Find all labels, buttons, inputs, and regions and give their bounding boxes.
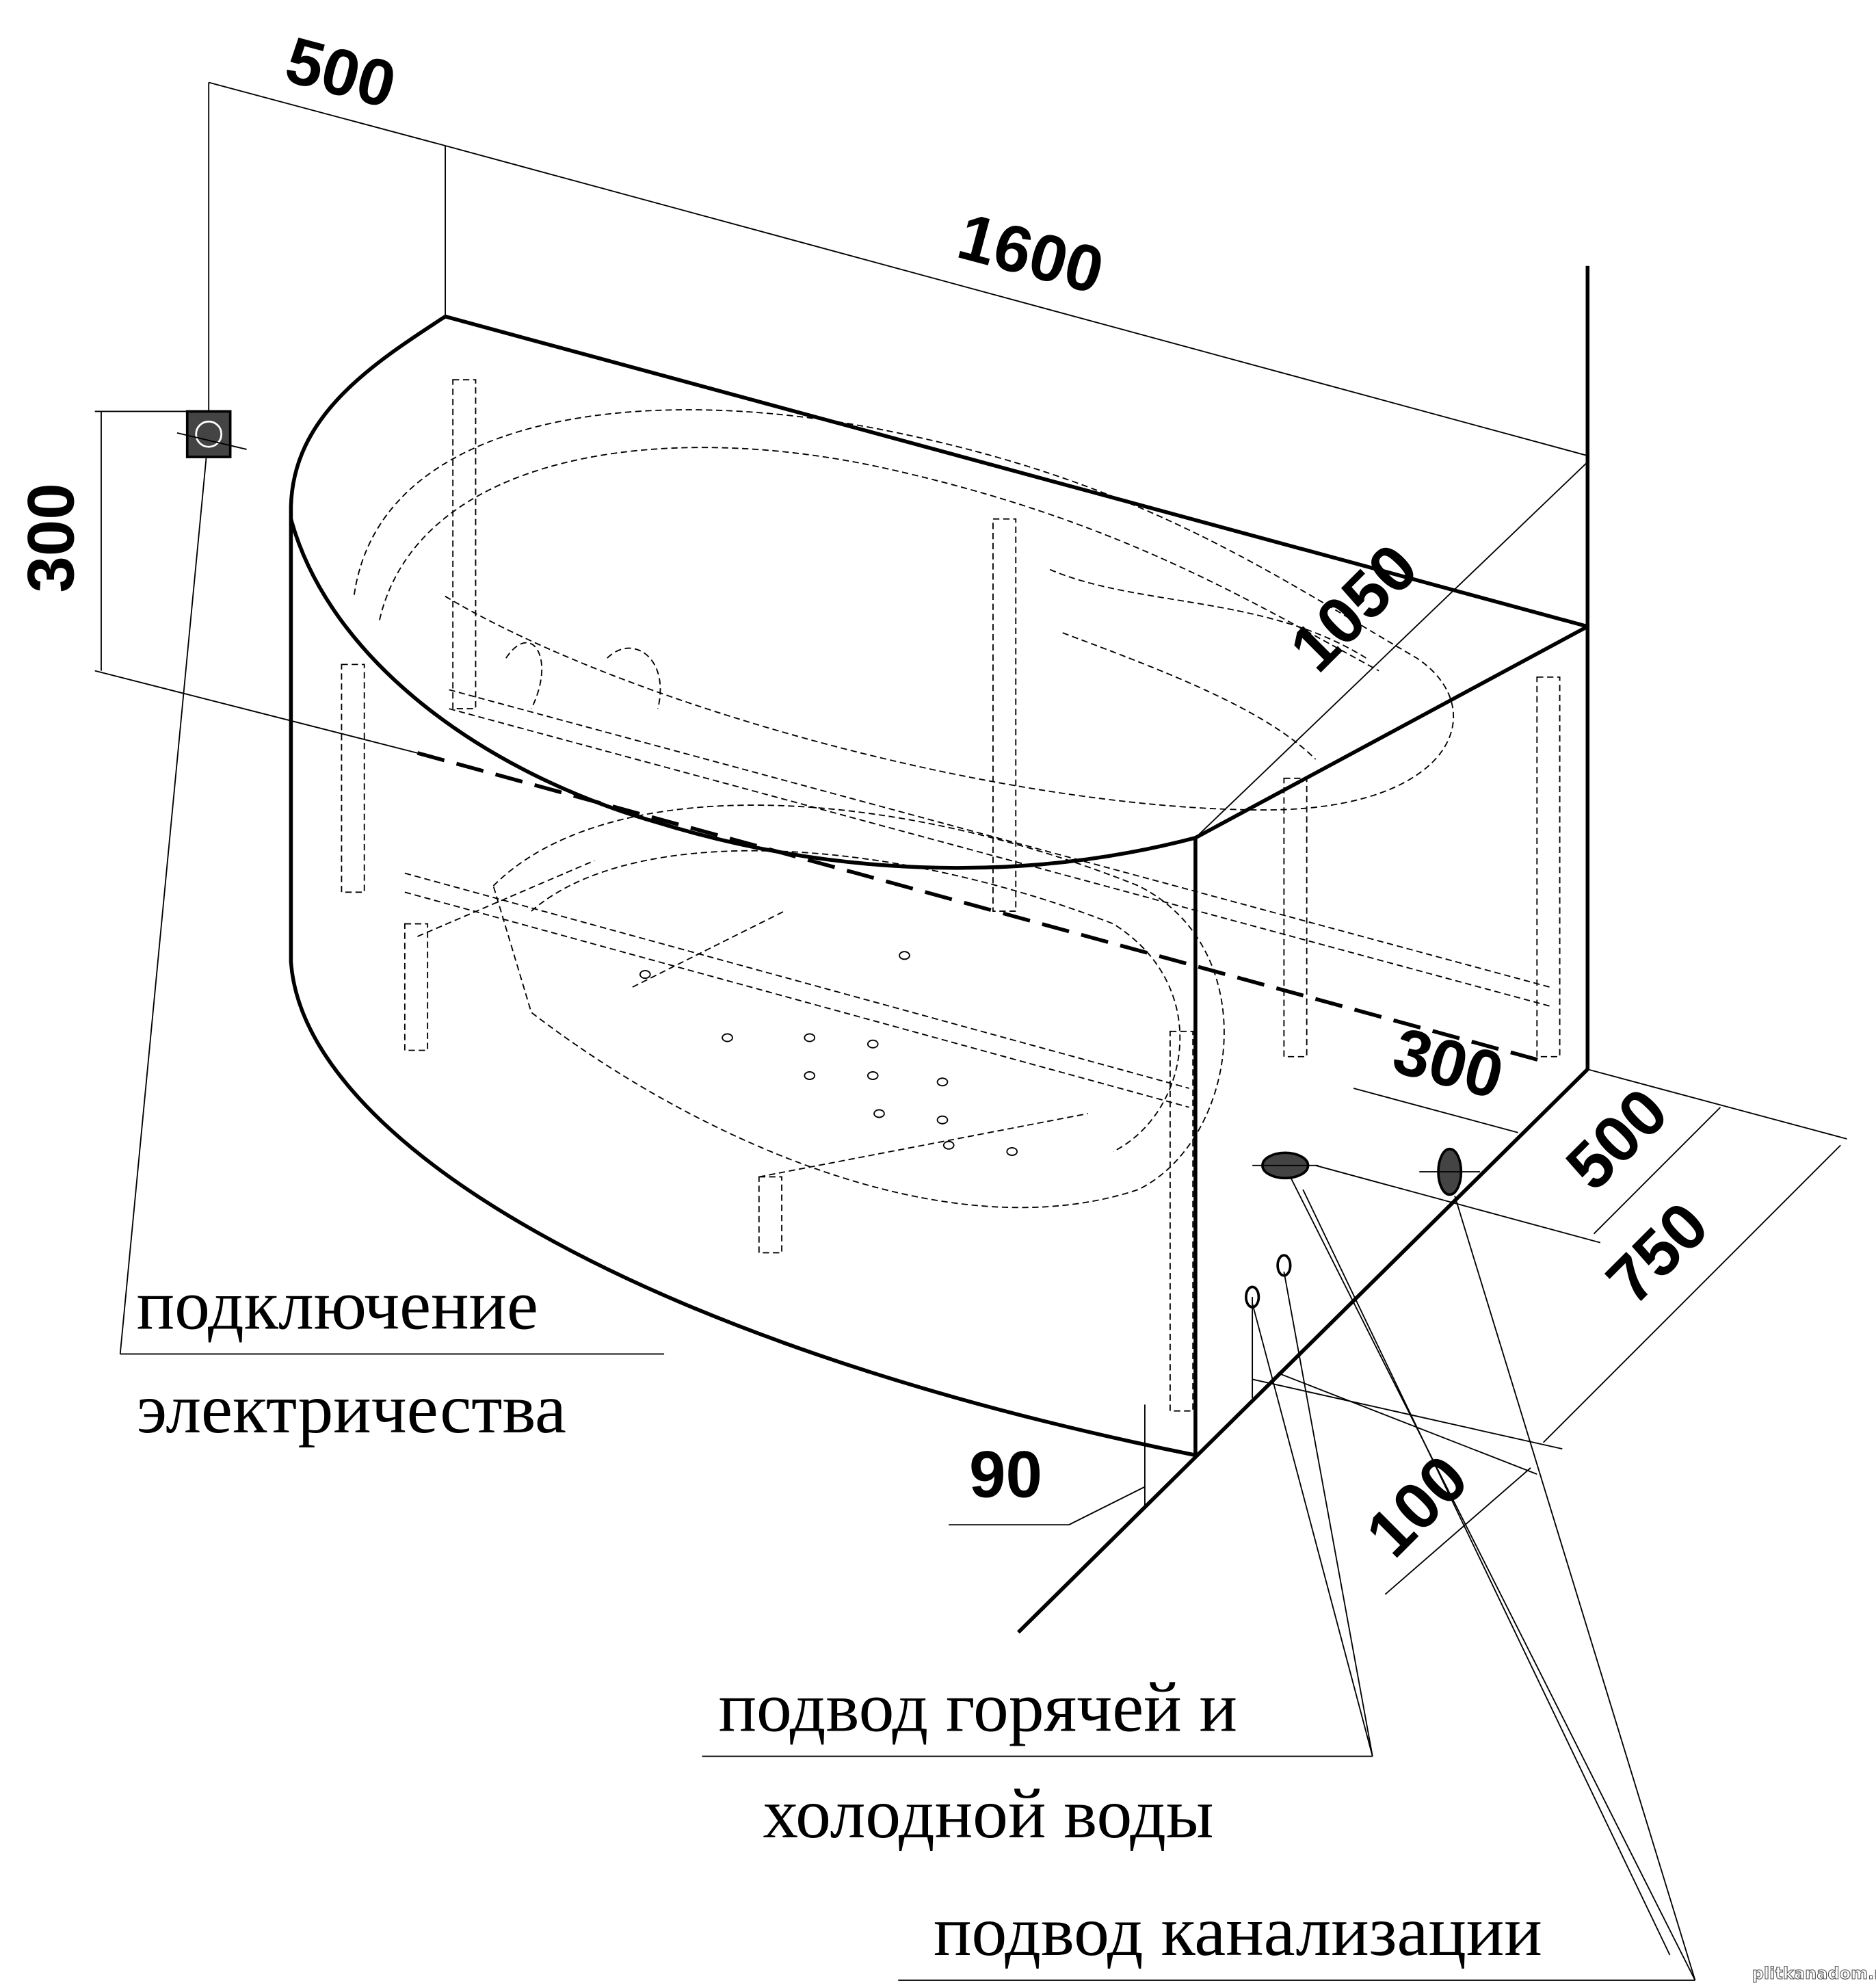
- dim-pipe-offset: 100: [1353, 1441, 1482, 1571]
- label-electric-1: подключение: [137, 1266, 538, 1344]
- hidden-frame-lines: [341, 379, 1561, 1412]
- dim-diagonal: 1050: [1276, 530, 1431, 685]
- electric-socket-icon: [176, 410, 247, 458]
- watermark: plitkanadom.ru: [1752, 1964, 1876, 1983]
- jets: [639, 951, 1018, 1156]
- dim-socket-height: 300: [14, 483, 88, 592]
- dim-side-500: 500: [1553, 1075, 1682, 1204]
- label-water-1: подвод горячей и: [719, 1669, 1237, 1747]
- label-water-2: холодной воды: [763, 1775, 1213, 1853]
- dim-length: 1600: [951, 200, 1111, 308]
- bathtub-outline: [289, 265, 1590, 1634]
- label-electric-2: электричества: [137, 1370, 566, 1448]
- dim-drain-offset: 300: [1386, 1014, 1511, 1113]
- dim-width: 750: [1593, 1188, 1722, 1317]
- dim-plinth: 90: [969, 1438, 1042, 1511]
- label-drain: подвод канализации: [934, 1893, 1542, 1971]
- dimension-lines: [94, 81, 1847, 1595]
- drain-outlet-icon: [1252, 1147, 1481, 1196]
- dim-top-offset: 500: [278, 23, 404, 122]
- leader-lines: [119, 458, 1696, 1981]
